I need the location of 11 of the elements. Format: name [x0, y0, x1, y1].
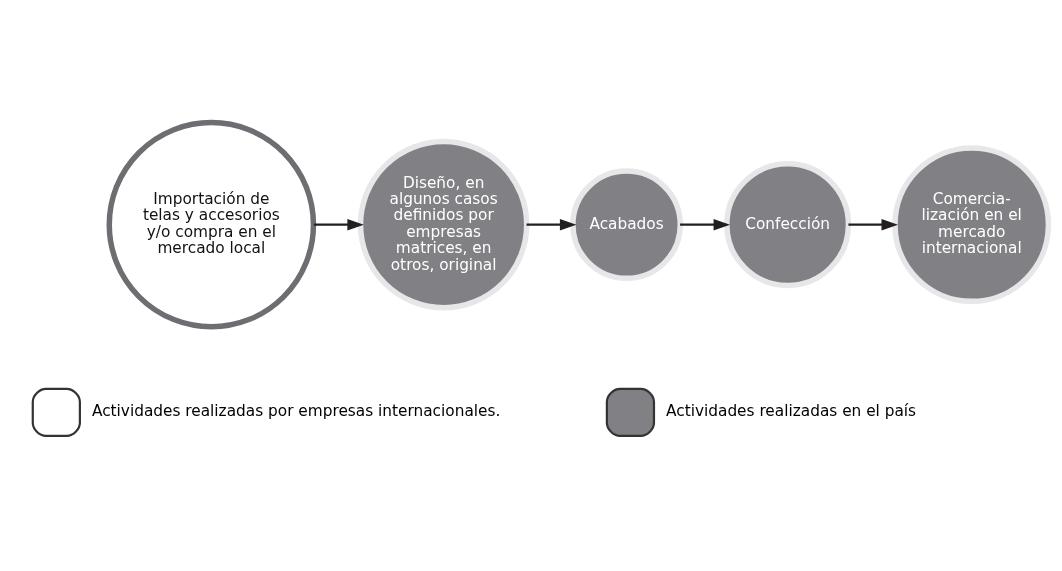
arrow — [313, 218, 364, 230]
arrow — [526, 218, 577, 230]
node-circle: Diseño, en algunos casos definidos por empresas matrices, en otros, original — [357, 138, 530, 310]
arrow — [680, 218, 731, 230]
node-circle: Confección — [724, 160, 852, 288]
legend-label: Actividades realizadas en el país — [666, 401, 917, 420]
node-circle: Acabados — [570, 167, 683, 281]
node-circle: Importación de telas y accesorios y/o compra en el mercado local — [106, 119, 317, 329]
node-circle: Comercia- lización en el mercado internacional — [892, 144, 1052, 304]
arrow — [848, 218, 898, 230]
legend-label: Actividades realizadas por empresas internacionales. — [91, 401, 501, 420]
